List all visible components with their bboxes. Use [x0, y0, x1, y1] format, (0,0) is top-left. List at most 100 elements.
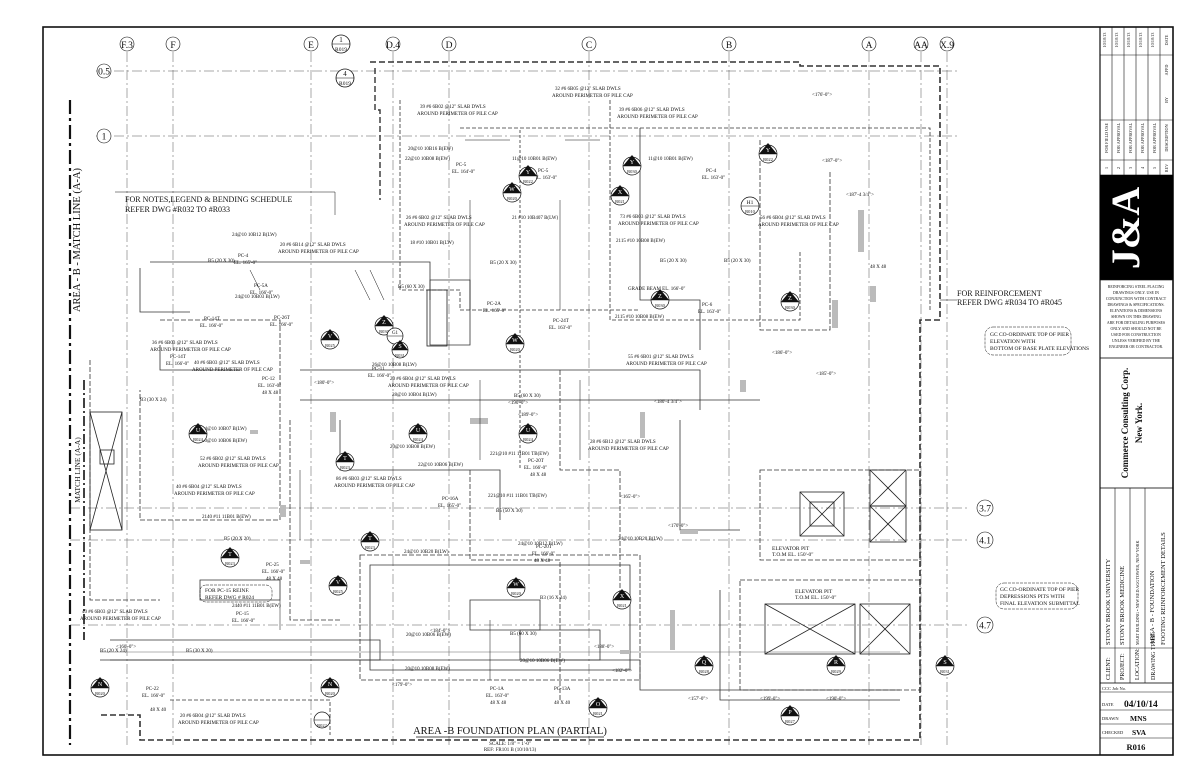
svg-text:56 #6 6B04 @12" SLAB DWLS: 56 #6 6B04 @12" SLAB DWLS	[760, 216, 826, 221]
svg-text:R023: R023	[340, 465, 351, 470]
project-value: STONY BROOK MEDICINE	[1119, 566, 1126, 645]
svg-text:39 #6 6B02 @12" SLAB DWLS: 39 #6 6B02 @12" SLAB DWLS	[420, 105, 486, 110]
svg-text:U: U	[526, 428, 531, 434]
svg-text:ELEVATOR PIT: ELEVATOR PIT	[795, 589, 833, 595]
svg-text:AROUND PERIMETER OF PILE CAP: AROUND PERIMETER OF PILE CAP	[80, 617, 161, 622]
svg-text:22@10 10B08 B(EW): 22@10 10B08 B(EW)	[405, 157, 450, 162]
svg-text:T: T	[228, 552, 232, 558]
svg-text:SHOWN ON THIS DRAWING: SHOWN ON THIS DRAWING	[1111, 315, 1161, 319]
pile-caps	[89, 289, 911, 655]
svg-text:11@10 10B01 B(EW): 11@10 10B01 B(EW)	[512, 157, 557, 162]
svg-text:ONLY AND SHOULD NOT BE: ONLY AND SHOULD NOT BE	[1110, 327, 1162, 331]
svg-text:PC-15: PC-15	[236, 612, 249, 617]
svg-text:W: W	[509, 187, 515, 193]
svg-text:B5 (60 X 30): B5 (60 X 30)	[398, 285, 425, 290]
svg-text:ENGINEER OR CONTRACTOR.: ENGINEER OR CONTRACTOR.	[1109, 345, 1163, 349]
svg-text:ELEVATION WITH: ELEVATION WITH	[990, 339, 1035, 345]
svg-text:FOR APPROVAL: FOR APPROVAL	[1128, 122, 1133, 153]
svg-text:2115 #10 10B08 B(EW): 2115 #10 10B08 B(EW)	[616, 239, 665, 244]
svg-text:R028: R028	[699, 669, 710, 674]
svg-text:B5 (60 X 30): B5 (60 X 30)	[514, 394, 541, 399]
svg-text:EL. 166'-0": EL. 166'-0"	[270, 323, 293, 328]
svg-text:AROUND PERIMETER OF PILE CAP: AROUND PERIMETER OF PILE CAP	[198, 464, 279, 469]
svg-text:11@10 10B01 B(EW): 11@10 10B01 B(EW)	[648, 157, 693, 162]
gc-pier-note-1: GC CO-ORDINATE TOP OF PIER ELEVATION WIT…	[984, 326, 1089, 356]
legend-note-line2: REFER DWG #R032 TO #R033	[125, 205, 230, 214]
svg-text:B5 (20 X 24): B5 (20 X 24)	[100, 649, 127, 654]
svg-text:CONJUNCTION WITH CONTRACT: CONJUNCTION WITH CONTRACT	[1106, 297, 1167, 301]
svg-text:PC-14T: PC-14T	[204, 317, 220, 322]
svg-text:221@10 #11 11B01 TB(EW): 221@10 #11 11B01 TB(EW)	[490, 452, 549, 457]
svg-text:R030: R030	[785, 305, 796, 310]
svg-text:REINFORCING STEEL PLACING: REINFORCING STEEL PLACING	[1108, 285, 1165, 289]
svg-text:48 X 48: 48 X 48	[266, 577, 283, 582]
grid-col-F: F	[170, 41, 175, 51]
svg-text:28 #6 6B12 @12" SLAB DWLS: 28 #6 6B12 @12" SLAB DWLS	[590, 440, 656, 445]
match-line-inner: MATCH LINE (A-A)	[73, 380, 85, 640]
svg-text:B3 (30 X 24): B3 (30 X 24)	[140, 398, 167, 403]
grid-row-1: 1	[102, 133, 107, 143]
svg-text:PC-26T: PC-26T	[274, 316, 290, 321]
svg-text:Z: Z	[382, 320, 386, 326]
grid-column-labels: F.3 F E D.4 D C B A AA X.9	[119, 36, 955, 52]
match-line-left: AREA - B - MATCH LINE (A-A)	[68, 100, 83, 745]
svg-text:T: T	[368, 536, 372, 542]
svg-text:<186'-0">: <186'-0">	[772, 351, 792, 356]
svg-text:2: 2	[1116, 167, 1121, 169]
svg-text:PC-2A: PC-2A	[487, 302, 501, 307]
svg-text:B5 (20 X 30): B5 (20 X 30)	[660, 259, 687, 264]
svg-text:EL. 166'-0": EL. 166'-0"	[232, 619, 255, 624]
svg-text:EL. 165'-0": EL. 165'-0"	[483, 309, 506, 314]
svg-text:R024: R024	[193, 437, 204, 442]
svg-text:R029: R029	[831, 669, 842, 674]
svg-text:R: R	[834, 660, 838, 666]
svg-text:10/10/13: 10/10/13	[1138, 33, 1143, 48]
checked-label: CHECKED	[1102, 730, 1124, 735]
svg-text:55 #6 6B01 @12" SLAB DWLS: 55 #6 6B01 @12" SLAB DWLS	[628, 355, 694, 360]
svg-text:B5 (60 X 30): B5 (60 X 30)	[510, 632, 537, 637]
svg-text:24@10 10B20 B(LW): 24@10 10B20 B(LW)	[618, 537, 663, 542]
svg-text:BOTTOM OF BASE PLATE ELEVATION: BOTTOM OF BASE PLATE ELEVATIONS	[990, 346, 1089, 352]
svg-text:B5 (20 X 20): B5 (20 X 20)	[224, 537, 251, 542]
client-value: STONY BROOK UNIVERSITY	[1105, 558, 1112, 645]
svg-text:Z: Z	[658, 294, 662, 300]
beam-sizes: B5 (20 X 30) B5 (60 X 30) B3 (30 X 24) B…	[100, 259, 887, 654]
svg-text:N: N	[328, 682, 333, 688]
svg-text:24@10 10B12 B(LW): 24@10 10B12 B(LW)	[518, 542, 563, 547]
svg-text:R022: R022	[523, 179, 533, 184]
svg-text:<182'-0">: <182'-0">	[612, 669, 632, 674]
svg-text:40 #6 6B03 @12" SLAB DWLS: 40 #6 6B03 @12" SLAB DWLS	[194, 361, 260, 366]
svg-text:R025: R025	[325, 343, 336, 348]
svg-text:73 #6 6B03 @12" SLAB DWLS: 73 #6 6B03 @12" SLAB DWLS	[620, 215, 686, 220]
svg-text:R020: R020	[507, 196, 518, 201]
foundation-walls	[89, 61, 941, 741]
legend-note: FOR NOTES,LEGEND & BENDING SCHEDULE REFE…	[115, 191, 336, 215]
logo-block: J&A	[1100, 175, 1173, 280]
svg-text:Q: Q	[702, 660, 707, 666]
svg-text:O: O	[596, 702, 601, 708]
svg-text:R020: R020	[95, 691, 106, 696]
revision-entries: 10/10/13 10/10/13 10/10/13 10/10/13 10/1…	[1102, 33, 1169, 173]
grid-row-3-7: 3.7	[979, 505, 991, 515]
svg-text:2115 #10 10B08 B(EW): 2115 #10 10B08 B(EW)	[615, 315, 664, 320]
reinf-note-line2: REFER DWG #R034 TO #R045	[957, 298, 1062, 307]
svg-text:UNLESS VERIFIED BY THE: UNLESS VERIFIED BY THE	[1112, 339, 1161, 343]
svg-text:PC-20T: PC-20T	[536, 545, 552, 550]
top-marker-1: 1	[339, 36, 343, 44]
svg-text:R020: R020	[325, 691, 336, 696]
svg-text:221@10 #11 11B01 TB(EW): 221@10 #11 11B01 TB(EW)	[488, 494, 547, 499]
svg-text:AROUND PERIMETER OF PILE CAP: AROUND PERIMETER OF PILE CAP	[404, 223, 485, 228]
svg-text:48 X 48: 48 X 48	[534, 559, 551, 564]
plan-title-scale: SCALE: 1/8" = 1'-0"	[489, 742, 531, 747]
section-markers: Y R022 W R020 X R021 Y R030 Y R022 H1 R0…	[90, 143, 955, 729]
svg-text:AROUND PERIMETER OF PILE CAP: AROUND PERIMETER OF PILE CAP	[758, 223, 839, 228]
svg-text:FOR APPROVAL: FOR APPROVAL	[1140, 122, 1145, 153]
svg-text:S: S	[943, 660, 946, 666]
svg-text:10/10/13: 10/10/13	[1150, 33, 1155, 48]
plan-title-text: AREA -B FOUNDATION PLAN (PARTIAL)	[413, 726, 607, 737]
svg-text:18 #10 10B01 B(LW): 18 #10 10B01 B(LW)	[410, 241, 454, 246]
svg-text:H1: H1	[747, 200, 754, 206]
svg-text:GC CO-ORDINATE TOP OF PIER: GC CO-ORDINATE TOP OF PIER	[1000, 587, 1079, 593]
svg-text:P: P	[788, 710, 792, 716]
